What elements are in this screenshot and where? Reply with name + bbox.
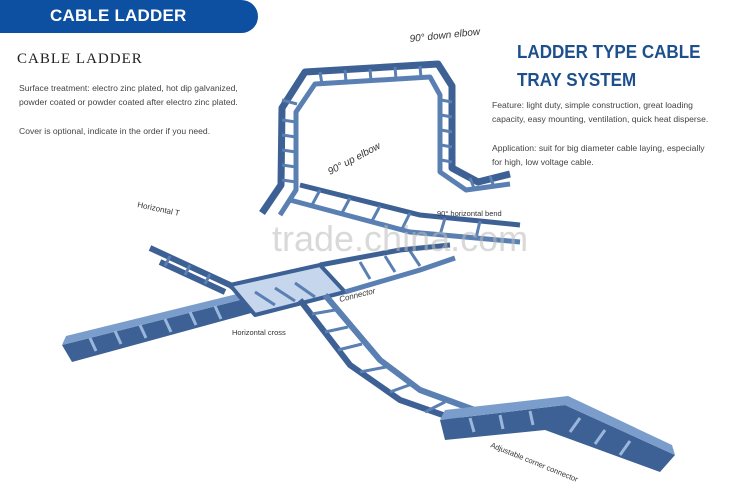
product-title: LADDER TYPE CABLE TRAY SYSTEM (517, 38, 700, 94)
descending-rungs (311, 308, 446, 414)
front-right-rungs (468, 410, 632, 456)
straight-tray-left (62, 292, 255, 362)
horizontal-bend-rungs (310, 189, 482, 239)
feature-line-1: Feature: light duty, simple construction… (492, 100, 693, 110)
straight-tray-left-rungs (88, 305, 223, 352)
label-down-elbow: 90° down elbow (409, 27, 481, 45)
label-horizontal-cross: Horizontal cross (232, 328, 286, 337)
section-subtitle: CABLE LADDER (17, 51, 143, 67)
product-title-line-1: LADDER TYPE CABLE (517, 41, 701, 62)
application-line-2: for high, low voltage cable. (492, 157, 594, 167)
label-horizontal-bend: 90° horizontal bend (437, 209, 502, 218)
product-title-line-2: TRAY SYSTEM (517, 69, 637, 90)
elbow-rungs (281, 65, 496, 189)
feature-line-2: capacity, easy mounting, ventilation, qu… (492, 114, 709, 124)
banner-title: CABLE LADDER (50, 6, 187, 25)
horizontal-cross (228, 242, 456, 317)
descending-tray (297, 293, 482, 431)
surface-treatment-line-2: powder coated or powder coated after ele… (19, 97, 238, 107)
horizontal-bend (289, 182, 521, 245)
cover-note: Cover is optional, indicate in the order… (19, 126, 211, 136)
label-horizontal-tee: Horizontal T (137, 200, 181, 218)
cross-rungs (254, 250, 422, 307)
surface-treatment-line-1: Surface treatment: electro zinc plated, … (19, 83, 238, 93)
label-up-elbow: 90° up elbow (326, 140, 383, 177)
elbow-frame (259, 60, 511, 217)
watermark: trade.china.com (272, 218, 529, 259)
tee-rungs (163, 255, 212, 285)
front-right-tray (440, 396, 675, 472)
label-adjustable-connector: Adjustable corner connector (489, 441, 579, 485)
title-banner: CABLE LADDER (0, 0, 258, 33)
application-line-1: Application: suit for big diameter cable… (492, 143, 705, 153)
